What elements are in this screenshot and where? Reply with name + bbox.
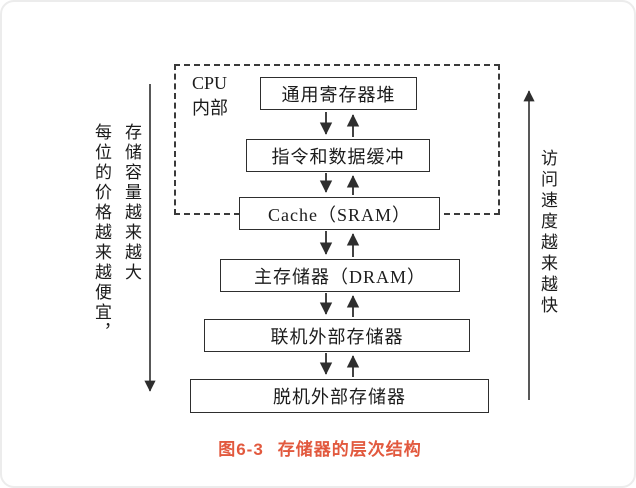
cpu-label-line1: CPU bbox=[192, 73, 228, 93]
left-annotation: 存储容量越来越大 每位的价格越来越便宜， bbox=[86, 123, 146, 363]
right-annotation: 访问速度越来越快 bbox=[532, 149, 562, 349]
level-box-offline-ext: 脱机外部存储器 bbox=[190, 379, 489, 413]
level-box-cache: Cache（SRAM） bbox=[239, 197, 440, 230]
left-annotation-price: 每位的价格越来越便宜， bbox=[92, 123, 111, 343]
figure-caption: 图6-3 存储器的层次结构 bbox=[2, 435, 634, 460]
left-annotation-capacity: 存储容量越来越大 bbox=[122, 123, 141, 283]
cpu-internal-label: CPU 内部 bbox=[192, 71, 228, 121]
right-annotation-speed: 访问速度越来越快 bbox=[538, 149, 557, 317]
level-box-buffer: 指令和数据缓冲 bbox=[246, 139, 430, 172]
level-box-registers: 通用寄存器堆 bbox=[260, 77, 417, 110]
level-box-main-memory: 主存储器（DRAM） bbox=[220, 259, 460, 292]
cpu-label-line2: 内部 bbox=[192, 98, 228, 119]
level-box-online-ext: 联机外部存储器 bbox=[204, 319, 470, 352]
figure-caption-number: 图6-3 bbox=[218, 440, 264, 459]
figure-caption-title: 存储器的层次结构 bbox=[277, 440, 422, 459]
